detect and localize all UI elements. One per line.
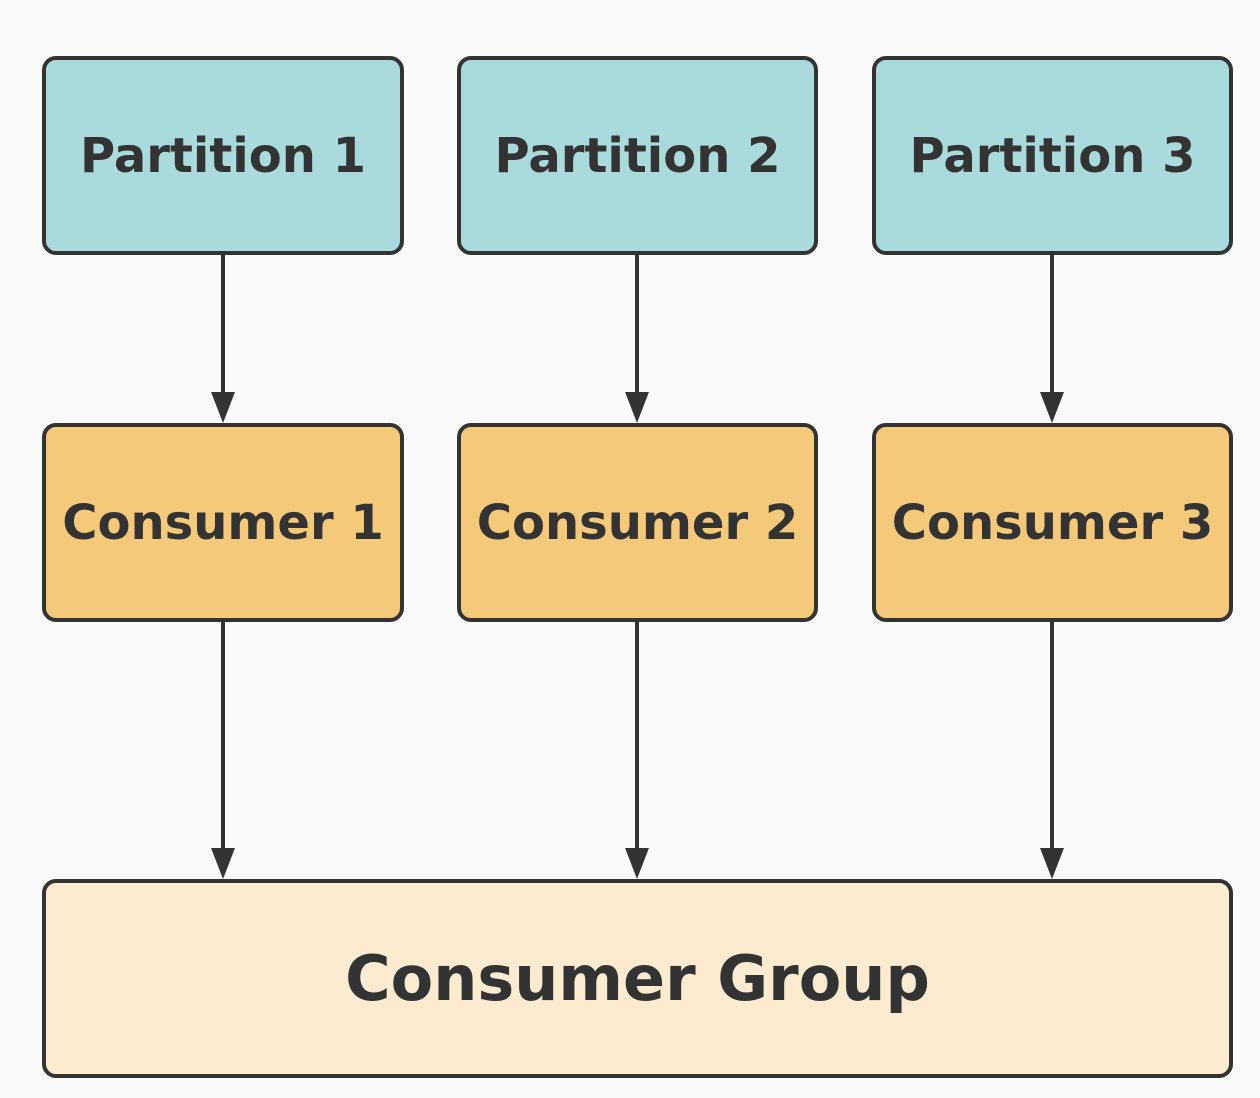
consumer-1-box: Consumer 1 [42,423,404,622]
arrow-consumer3-group [1040,622,1064,879]
partition-3-box: Partition 3 [872,56,1233,255]
arrow-partition1-consumer1 [211,255,235,423]
partition-2-label: Partition 2 [494,127,781,184]
partition-1-label: Partition 1 [79,127,366,184]
consumer-3-label: Consumer 3 [891,494,1214,551]
consumer-group-box: Consumer Group [42,879,1233,1078]
consumer-2-box: Consumer 2 [457,423,818,622]
consumer-3-box: Consumer 3 [872,423,1233,622]
partition-1-box: Partition 1 [42,56,404,255]
arrow-consumer2-group [625,622,649,879]
consumer-group-label: Consumer Group [345,942,930,1015]
arrow-consumer1-group [211,622,235,879]
consumer-2-label: Consumer 2 [476,494,799,551]
arrow-partition2-consumer2 [625,255,649,423]
partition-2-box: Partition 2 [457,56,818,255]
arrow-partition3-consumer3 [1040,255,1064,423]
partition-3-label: Partition 3 [909,127,1196,184]
consumer-1-label: Consumer 1 [62,494,384,551]
